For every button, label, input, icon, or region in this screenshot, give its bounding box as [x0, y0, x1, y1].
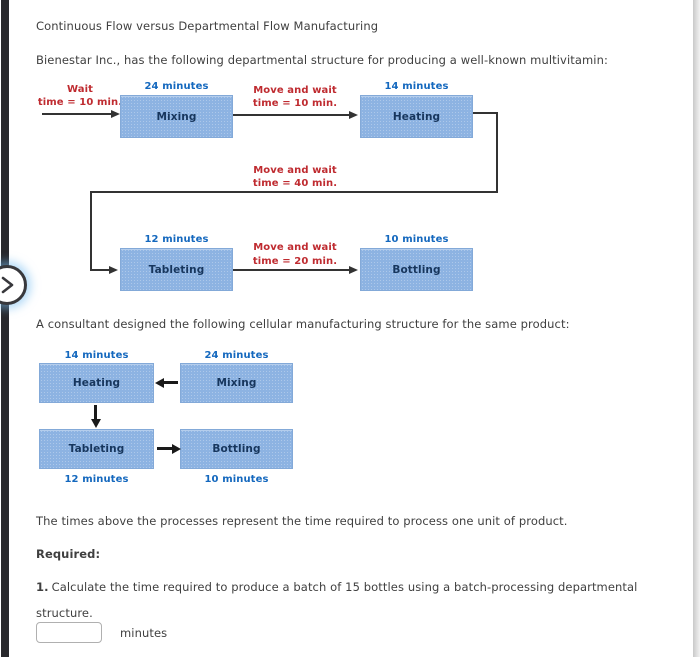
- transfer1-label-line2: time = 10 min.: [252, 98, 338, 109]
- process-box-cell-heating: Heating: [39, 363, 154, 403]
- notes-paragraph: The times above the processes represent …: [36, 514, 568, 528]
- arrowhead-icon: [155, 377, 164, 388]
- answer-input-q1[interactable]: [36, 622, 102, 643]
- heating-time-label: 14 minutes: [384, 81, 449, 92]
- flow-line-tableting-bottling: [233, 269, 351, 271]
- cell-bottling-time-label: 10 minutes: [204, 474, 269, 485]
- arrowhead-icon: [172, 443, 181, 454]
- process-box-label: Bottling: [212, 443, 261, 455]
- process-box-mixing: Mixing: [120, 95, 233, 138]
- sidebar-strip: [1, 0, 9, 657]
- transfer2-label-line2: time = 40 min.: [252, 178, 338, 189]
- process-box-bottling: Bottling: [360, 248, 473, 291]
- flow-line-mixing-heating: [233, 114, 351, 116]
- required-heading: Required:: [36, 547, 101, 561]
- process-box-label: Heating: [392, 110, 441, 123]
- process-box-tableting: Tableting: [120, 248, 233, 291]
- right-scroll-track: [693, 0, 700, 657]
- process-box-label: Tableting: [148, 263, 205, 276]
- flow-line-loop-d: [90, 191, 92, 271]
- wait-label-line1: Wait: [66, 84, 94, 95]
- process-box-cell-tableting: Tableting: [39, 429, 154, 469]
- process-box-label: Heating: [72, 377, 121, 389]
- process-box-label: Mixing: [216, 377, 257, 389]
- question-1: 1.Calculate the time required to produce…: [36, 574, 654, 626]
- arrowhead-icon: [111, 109, 120, 118]
- tableting-time-label: 12 minutes: [144, 234, 209, 245]
- arrowhead-icon: [109, 265, 118, 274]
- cellular-intro-paragraph: A consultant designed the following cell…: [36, 317, 570, 331]
- flow-line-cell-heating-tableting: [94, 405, 97, 420]
- flow-line-loop-a: [473, 112, 498, 114]
- transfer1-label-line1: Move and wait: [253, 85, 337, 96]
- question-1-text: Calculate the time required to produce a…: [36, 580, 638, 620]
- intro-paragraph: Bienestar Inc., has the following depart…: [36, 53, 608, 67]
- flow-line-loop-b: [496, 112, 498, 193]
- flow-line-cell-mixing-heating: [162, 381, 178, 384]
- cell-heating-time-label: 14 minutes: [64, 350, 129, 361]
- bottling-time-label: 10 minutes: [384, 234, 449, 245]
- arrowhead-icon: [349, 110, 358, 119]
- process-box-label: Mixing: [156, 110, 197, 123]
- cell-mixing-time-label: 24 minutes: [204, 350, 269, 361]
- expand-panel-button[interactable]: [0, 265, 27, 305]
- process-box-cell-bottling: Bottling: [180, 429, 293, 469]
- flow-line-loop-e: [90, 269, 112, 271]
- cell-tableting-time-label: 12 minutes: [64, 474, 129, 485]
- chevron-right-icon: [1, 276, 14, 294]
- process-box-cell-mixing: Mixing: [180, 363, 293, 403]
- arrowhead-icon: [349, 265, 358, 274]
- process-box-heating: Heating: [360, 95, 473, 138]
- arrowhead-icon: [90, 419, 101, 428]
- flow-line-cell-tableting-bottling: [157, 447, 173, 450]
- transfer3-label-line1: Move and wait: [253, 242, 337, 253]
- flow-line-loop-c: [90, 191, 498, 193]
- transfer2-label-line1: Move and wait: [253, 165, 337, 176]
- question-1-number: 1.: [36, 580, 49, 594]
- mixing-time-label: 24 minutes: [144, 81, 209, 92]
- wait-label-line2: time = 10 min.: [37, 97, 123, 108]
- process-box-label: Tableting: [68, 443, 125, 455]
- flow-line-entry: [42, 113, 114, 115]
- process-box-label: Bottling: [392, 263, 441, 276]
- answer-unit-label: minutes: [120, 626, 168, 640]
- transfer3-label-line2: time = 20 min.: [252, 256, 338, 267]
- page-title: Continuous Flow versus Departmental Flow…: [36, 19, 379, 33]
